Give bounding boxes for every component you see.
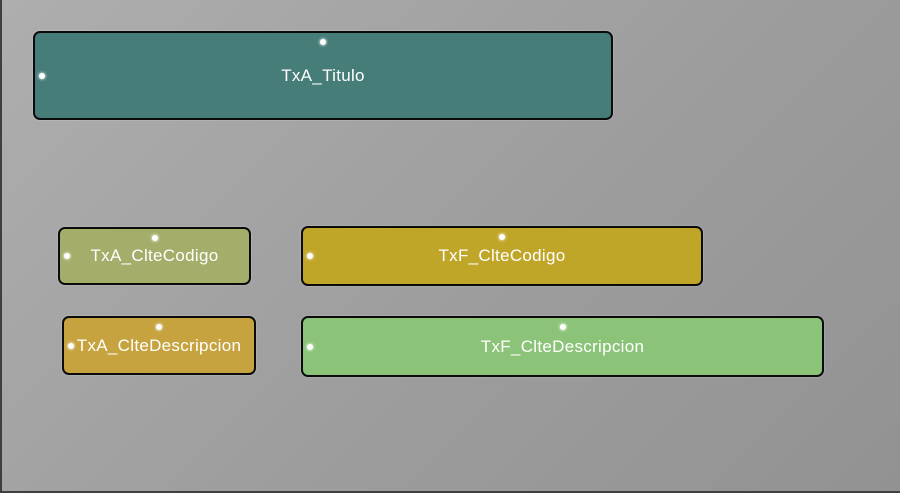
anchor-top-icon[interactable] [320, 39, 326, 45]
node-txa-cltedescripcion[interactable]: TxA_ClteDescripcion [62, 316, 256, 375]
anchor-top-icon[interactable] [156, 324, 162, 330]
node-txa-cltecodigo[interactable]: TxA_ClteCodigo [58, 227, 251, 285]
anchor-left-icon[interactable] [307, 343, 313, 350]
node-label: TxA_ClteCodigo [90, 246, 219, 265]
canvas-edge-left [0, 0, 2, 493]
anchor-top-icon[interactable] [499, 234, 505, 240]
node-label: TxF_ClteDescripcion [480, 336, 645, 356]
node-txa-titulo[interactable]: TxA_Titulo [33, 31, 613, 120]
node-label: TxA_ClteDescripcion [76, 335, 242, 355]
anchor-top-icon[interactable] [151, 235, 158, 241]
anchor-left-icon[interactable] [307, 253, 313, 259]
node-txf-cltedescripcion[interactable]: TxF_ClteDescripcion [301, 316, 824, 377]
node-txf-cltecodigo[interactable]: TxF_ClteCodigo [301, 226, 703, 286]
anchor-left-icon[interactable] [64, 253, 70, 259]
node-label: TxF_ClteCodigo [438, 246, 566, 265]
anchor-left-icon[interactable] [68, 342, 74, 349]
canvas-edge-bottom [0, 491, 900, 493]
node-label: TxA_Titulo [281, 65, 365, 85]
anchor-left-icon[interactable] [39, 72, 45, 79]
anchor-top-icon[interactable] [559, 324, 566, 330]
